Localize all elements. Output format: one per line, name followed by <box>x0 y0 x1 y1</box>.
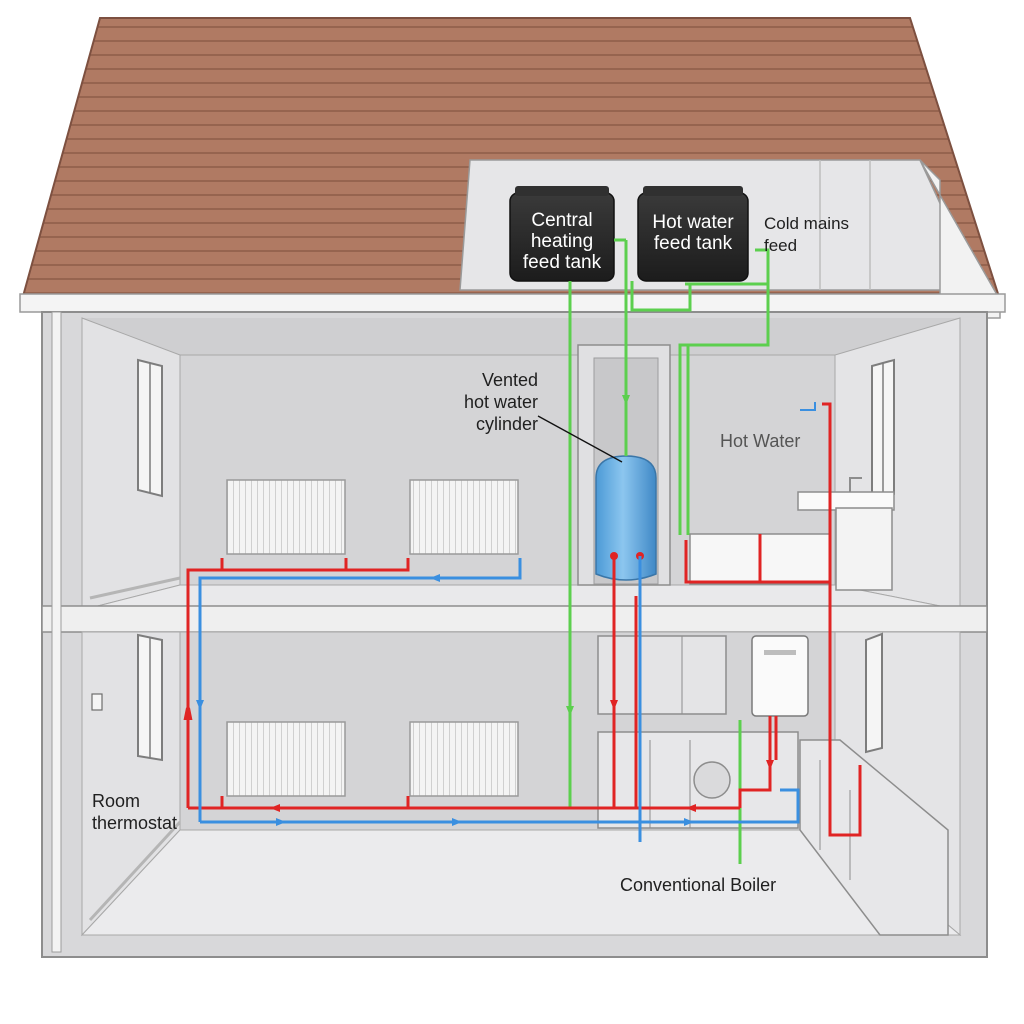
central-tank-label-line3: feed tank <box>522 252 602 273</box>
cold-mains-label-line2: feed <box>764 236 798 255</box>
flow-arrows <box>183 395 774 826</box>
cylinder-label-line3: cylinder <box>475 414 538 434</box>
cylinder-label-line2: hot water <box>463 392 538 412</box>
cylinder-callout-line <box>537 415 623 463</box>
radiator-downstairs-right <box>409 721 519 797</box>
central-heating-feed-tank <box>509 186 615 282</box>
thermostat-label-line2: thermostat <box>92 813 178 833</box>
radiator-upstairs-left <box>226 479 346 555</box>
central-tank-label-line2: heating <box>530 231 594 252</box>
room-thermostat-device <box>91 693 103 711</box>
hot-water-label: Hot Water <box>720 431 801 451</box>
vented-hot-water-cylinder <box>595 455 657 581</box>
kitchen-units <box>597 635 949 936</box>
vented-cylinder-label: Vented hot water cylinder <box>430 369 538 435</box>
hot-water-feed-tank <box>637 186 749 282</box>
hot-water-feed-tank-label: Hot water feed tank <box>638 212 748 254</box>
cold-mains-feed-label: Cold mains feed <box>764 213 849 257</box>
cylinder-label-line1: Vented <box>481 370 538 390</box>
radiators <box>226 479 519 797</box>
windows <box>137 358 895 762</box>
cold-mains-label-line1: Cold mains <box>764 214 850 233</box>
conventional-boiler <box>751 635 809 717</box>
radiator-upstairs-right <box>409 479 519 555</box>
conventional-boiler-label: Conventional Boiler <box>620 875 777 895</box>
room-thermostat-label: Room thermostat <box>92 790 177 834</box>
hot-tank-label-line2: feed tank <box>653 233 733 254</box>
central-heating-feed-tank-label: Central heating feed tank <box>510 210 614 273</box>
central-tank-label-line1: Central <box>531 210 593 231</box>
radiator-downstairs-left <box>226 721 346 797</box>
hot-tank-label-line1: Hot water <box>652 212 734 233</box>
thermostat-label-line1: Room <box>92 791 141 811</box>
